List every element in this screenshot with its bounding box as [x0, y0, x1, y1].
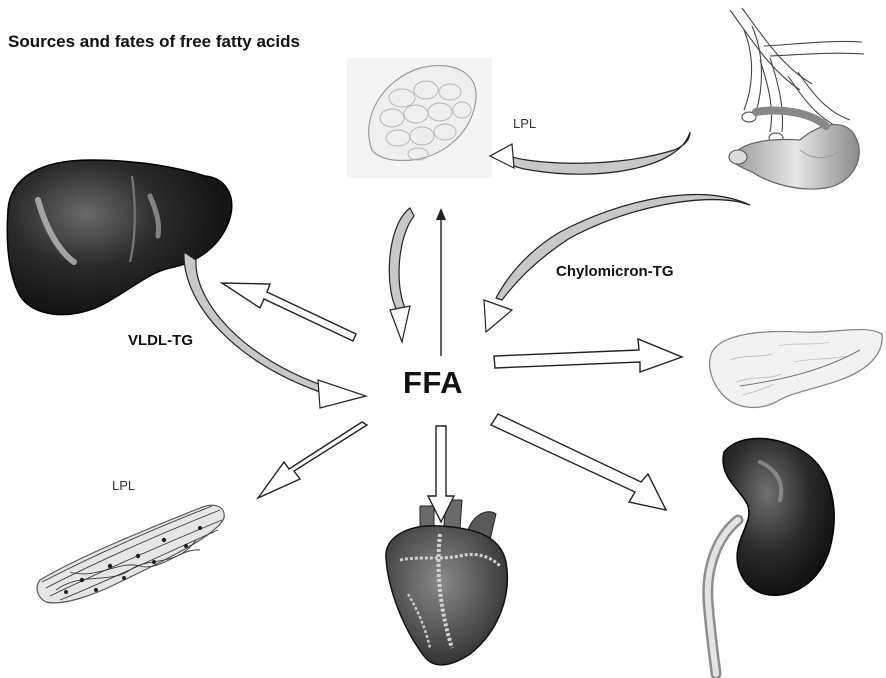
arrow-ffa-to-pancreas	[494, 339, 682, 372]
arrow-ffa-to-muscle	[258, 422, 367, 498]
skeletal-muscle-illustration	[37, 505, 224, 603]
ffa-center-label: FFA	[403, 365, 463, 401]
arrow-ffa-to-liver	[222, 283, 356, 341]
arrow-intestine-to-adipose	[490, 132, 690, 174]
chylomicron-tg-label: Chylomicron-TG	[556, 263, 674, 280]
kidney-illustration	[708, 438, 834, 674]
lpl-adipose-label: LPL	[513, 116, 536, 131]
arrow-adipose-to-ffa	[389, 208, 414, 342]
diagram-title: Sources and fates of free fatty acids	[8, 32, 300, 52]
lpl-muscle-label: LPL	[112, 478, 135, 493]
heart-illustration	[386, 500, 507, 665]
pancreas-illustration	[710, 329, 883, 407]
arrow-ffa-to-adipose	[436, 208, 446, 356]
adipose-tissue-illustration	[347, 58, 492, 178]
vldl-tg-label: VLDL-TG	[128, 332, 193, 349]
intestine-and-vessels-illustration	[729, 8, 864, 189]
arrow-ffa-to-kidney	[491, 414, 666, 510]
